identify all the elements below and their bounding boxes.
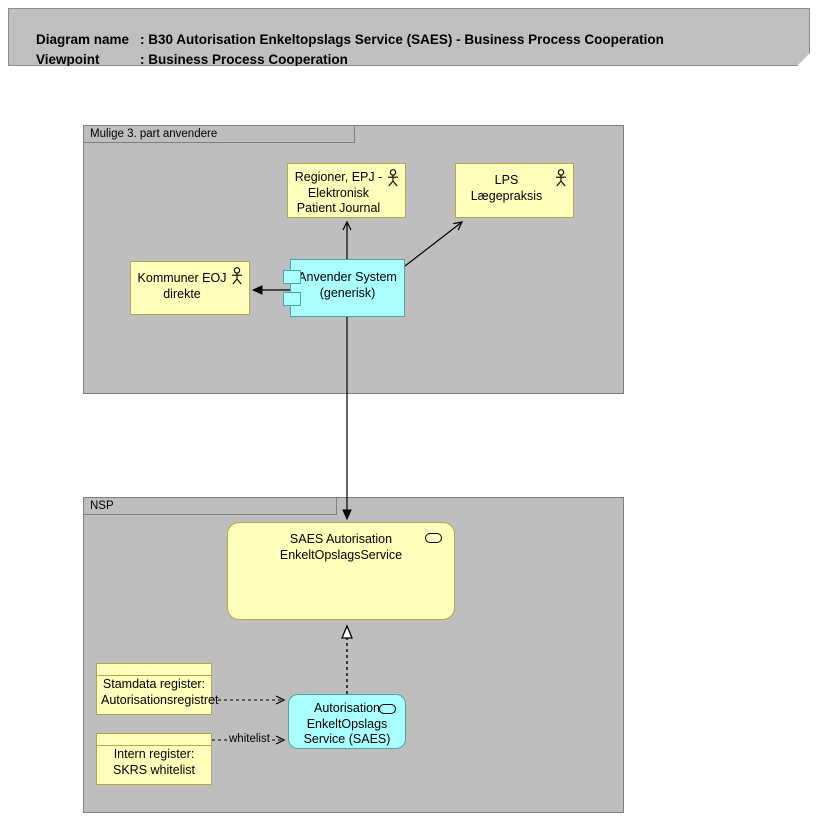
component-tab-upper [283, 270, 301, 284]
viewpoint-row: Viewpoint: Business Process Cooperation [21, 37, 348, 82]
diagram-name-separator: : [140, 32, 149, 47]
viewpoint-label: Viewpoint [36, 52, 100, 67]
node-stamdata-register-label: Stamdata register: Autorisationsregistre… [101, 677, 219, 707]
connector-label-whitelist: whitelist [229, 733, 270, 745]
node-kommuner-eoj[interactable]: Kommuner EOJ direkte [130, 261, 250, 315]
diagram-name-row: Diagram name: B30 Autorisation Enkeltops… [21, 17, 664, 62]
business-actor-icon [556, 169, 566, 187]
service-icon [425, 533, 442, 543]
viewpoint-separator: : [140, 52, 149, 67]
node-anvender-system-label: Anvender System (generisk) [298, 270, 397, 300]
node-regioner-epj-label: Regioner, EPJ - Elektronisk Patient Jour… [294, 170, 383, 215]
node-anvender-system[interactable]: Anvender System (generisk) [283, 259, 405, 317]
node-saes-autorisation-service[interactable]: SAES Autorisation EnkeltOpslagsService [227, 522, 455, 620]
group-lower-title: NSP [83, 497, 337, 515]
node-saes-autorisation-service-label: SAES Autorisation EnkeltOpslagsService [279, 532, 403, 562]
business-actor-icon [388, 169, 398, 187]
diagram-name-label: Diagram name [36, 32, 130, 47]
node-lps-laegepraksis-label: LPS Lægepraksis [470, 173, 543, 203]
node-autorisation-enkeltopslags-service-label: Autorisation EnkeltOpslags Service (SAES… [303, 701, 391, 746]
node-intern-register-skrs-label: Intern register: SKRS whitelist [113, 747, 195, 777]
register-header-divider [97, 745, 211, 746]
diagram-name-value: B30 Autorisation Enkeltopslags Service (… [148, 32, 664, 47]
component-tab-lower [283, 292, 301, 306]
node-kommuner-eoj-label: Kommuner EOJ direkte [137, 271, 227, 301]
node-lps-laegepraksis[interactable]: LPS Lægepraksis [455, 163, 574, 218]
register-header-divider [97, 675, 211, 676]
viewpoint-value: Business Process Cooperation [148, 52, 348, 67]
business-actor-icon [232, 267, 242, 285]
service-icon [379, 704, 396, 714]
group-upper-title: Mulige 3. part anvendere [83, 125, 355, 143]
node-intern-register-skrs[interactable]: Intern register: SKRS whitelist [96, 733, 212, 785]
diagram-title-banner: Diagram name: B30 Autorisation Enkeltops… [8, 8, 810, 66]
node-autorisation-enkeltopslags-service[interactable]: Autorisation EnkeltOpslags Service (SAES… [288, 694, 406, 749]
node-regioner-epj[interactable]: Regioner, EPJ - Elektronisk Patient Jour… [287, 163, 406, 218]
component-icon [283, 270, 301, 314]
node-stamdata-register[interactable]: Stamdata register: Autorisationsregistre… [96, 663, 219, 715]
